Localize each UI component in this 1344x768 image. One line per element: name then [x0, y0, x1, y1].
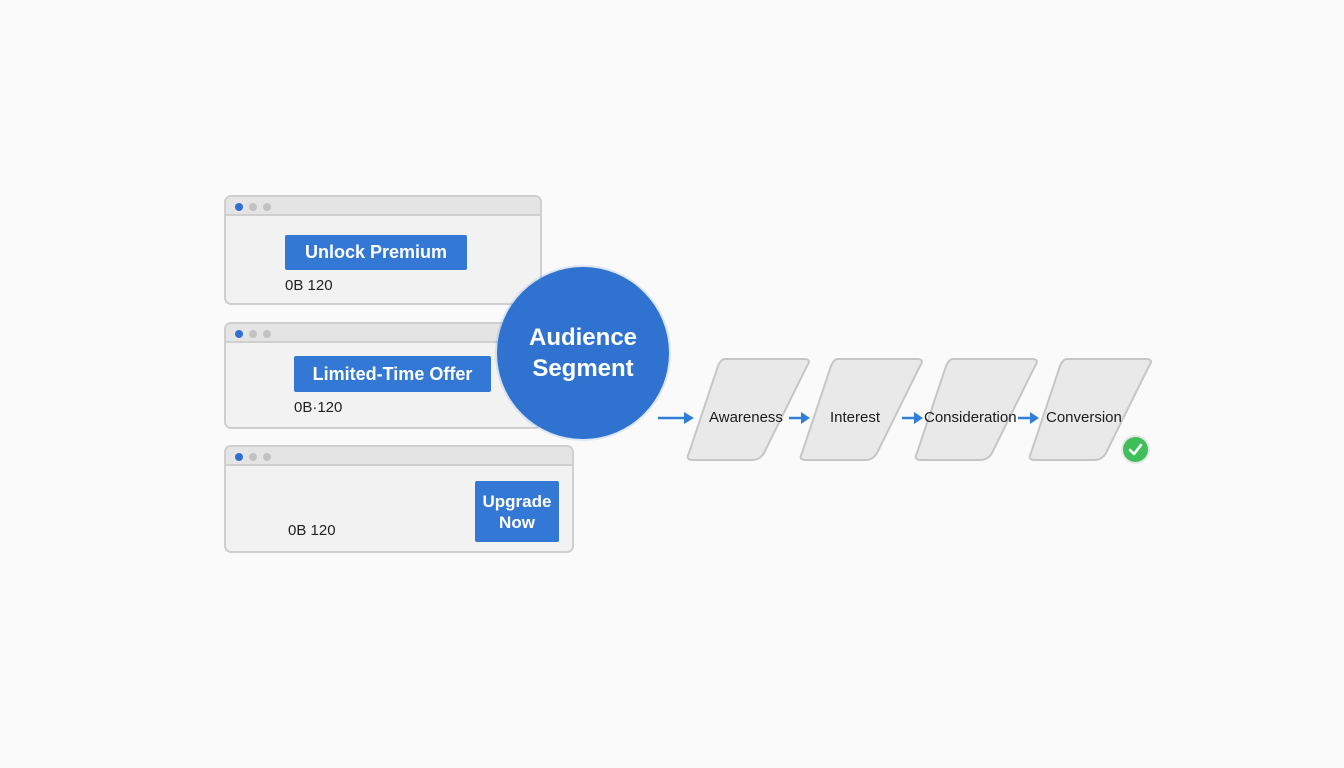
arrow-icon — [789, 412, 810, 424]
window-dot-icon — [263, 453, 271, 461]
funnel-stage-label: Conversion — [1046, 409, 1122, 426]
funnel-stage-label: Awareness — [709, 409, 783, 426]
window-dot-icon — [249, 330, 257, 338]
variant-metric: 0B 120 — [285, 277, 333, 294]
variant-card-3: Upgrade Now 0B 120 — [224, 445, 574, 553]
arrow-icon — [658, 412, 694, 424]
funnel-stage-consideration — [913, 357, 1040, 462]
window-dot-icon — [235, 330, 243, 338]
limited-time-offer-button[interactable]: Limited-Time Offer — [294, 356, 491, 392]
unlock-premium-button[interactable]: Unlock Premium — [285, 235, 467, 270]
audience-segment-node: Audience Segment — [497, 267, 669, 439]
variant-metric: 0B 120 — [288, 522, 336, 539]
check-circle-icon — [1123, 437, 1148, 462]
browser-titlebar — [226, 447, 572, 466]
window-dot-icon — [235, 203, 243, 211]
variant-card-2: Limited-Time Offer 0B·120 — [224, 322, 542, 429]
browser-titlebar — [226, 197, 540, 216]
browser-titlebar — [226, 324, 540, 343]
variant-card-1: Unlock Premium 0B 120 — [224, 195, 542, 305]
window-dot-icon — [249, 203, 257, 211]
arrow-icon — [1018, 412, 1039, 424]
segment-label-line2: Segment — [532, 355, 634, 382]
variant-metric: 0B·120 — [294, 399, 343, 416]
upgrade-now-button[interactable]: Upgrade Now — [475, 481, 559, 542]
funnel-stage-label: Consideration — [924, 409, 1017, 426]
window-dot-icon — [263, 203, 271, 211]
window-dot-icon — [263, 330, 271, 338]
window-dot-icon — [235, 453, 243, 461]
arrow-icon — [902, 412, 923, 424]
funnel-stage-interest — [798, 357, 925, 462]
window-dot-icon — [249, 453, 257, 461]
funnel-stage-conversion — [1027, 357, 1154, 462]
segment-label-line1: Audience — [528, 324, 638, 351]
funnel-stage-label: Interest — [830, 409, 881, 426]
funnel-stage-awareness — [685, 357, 812, 462]
